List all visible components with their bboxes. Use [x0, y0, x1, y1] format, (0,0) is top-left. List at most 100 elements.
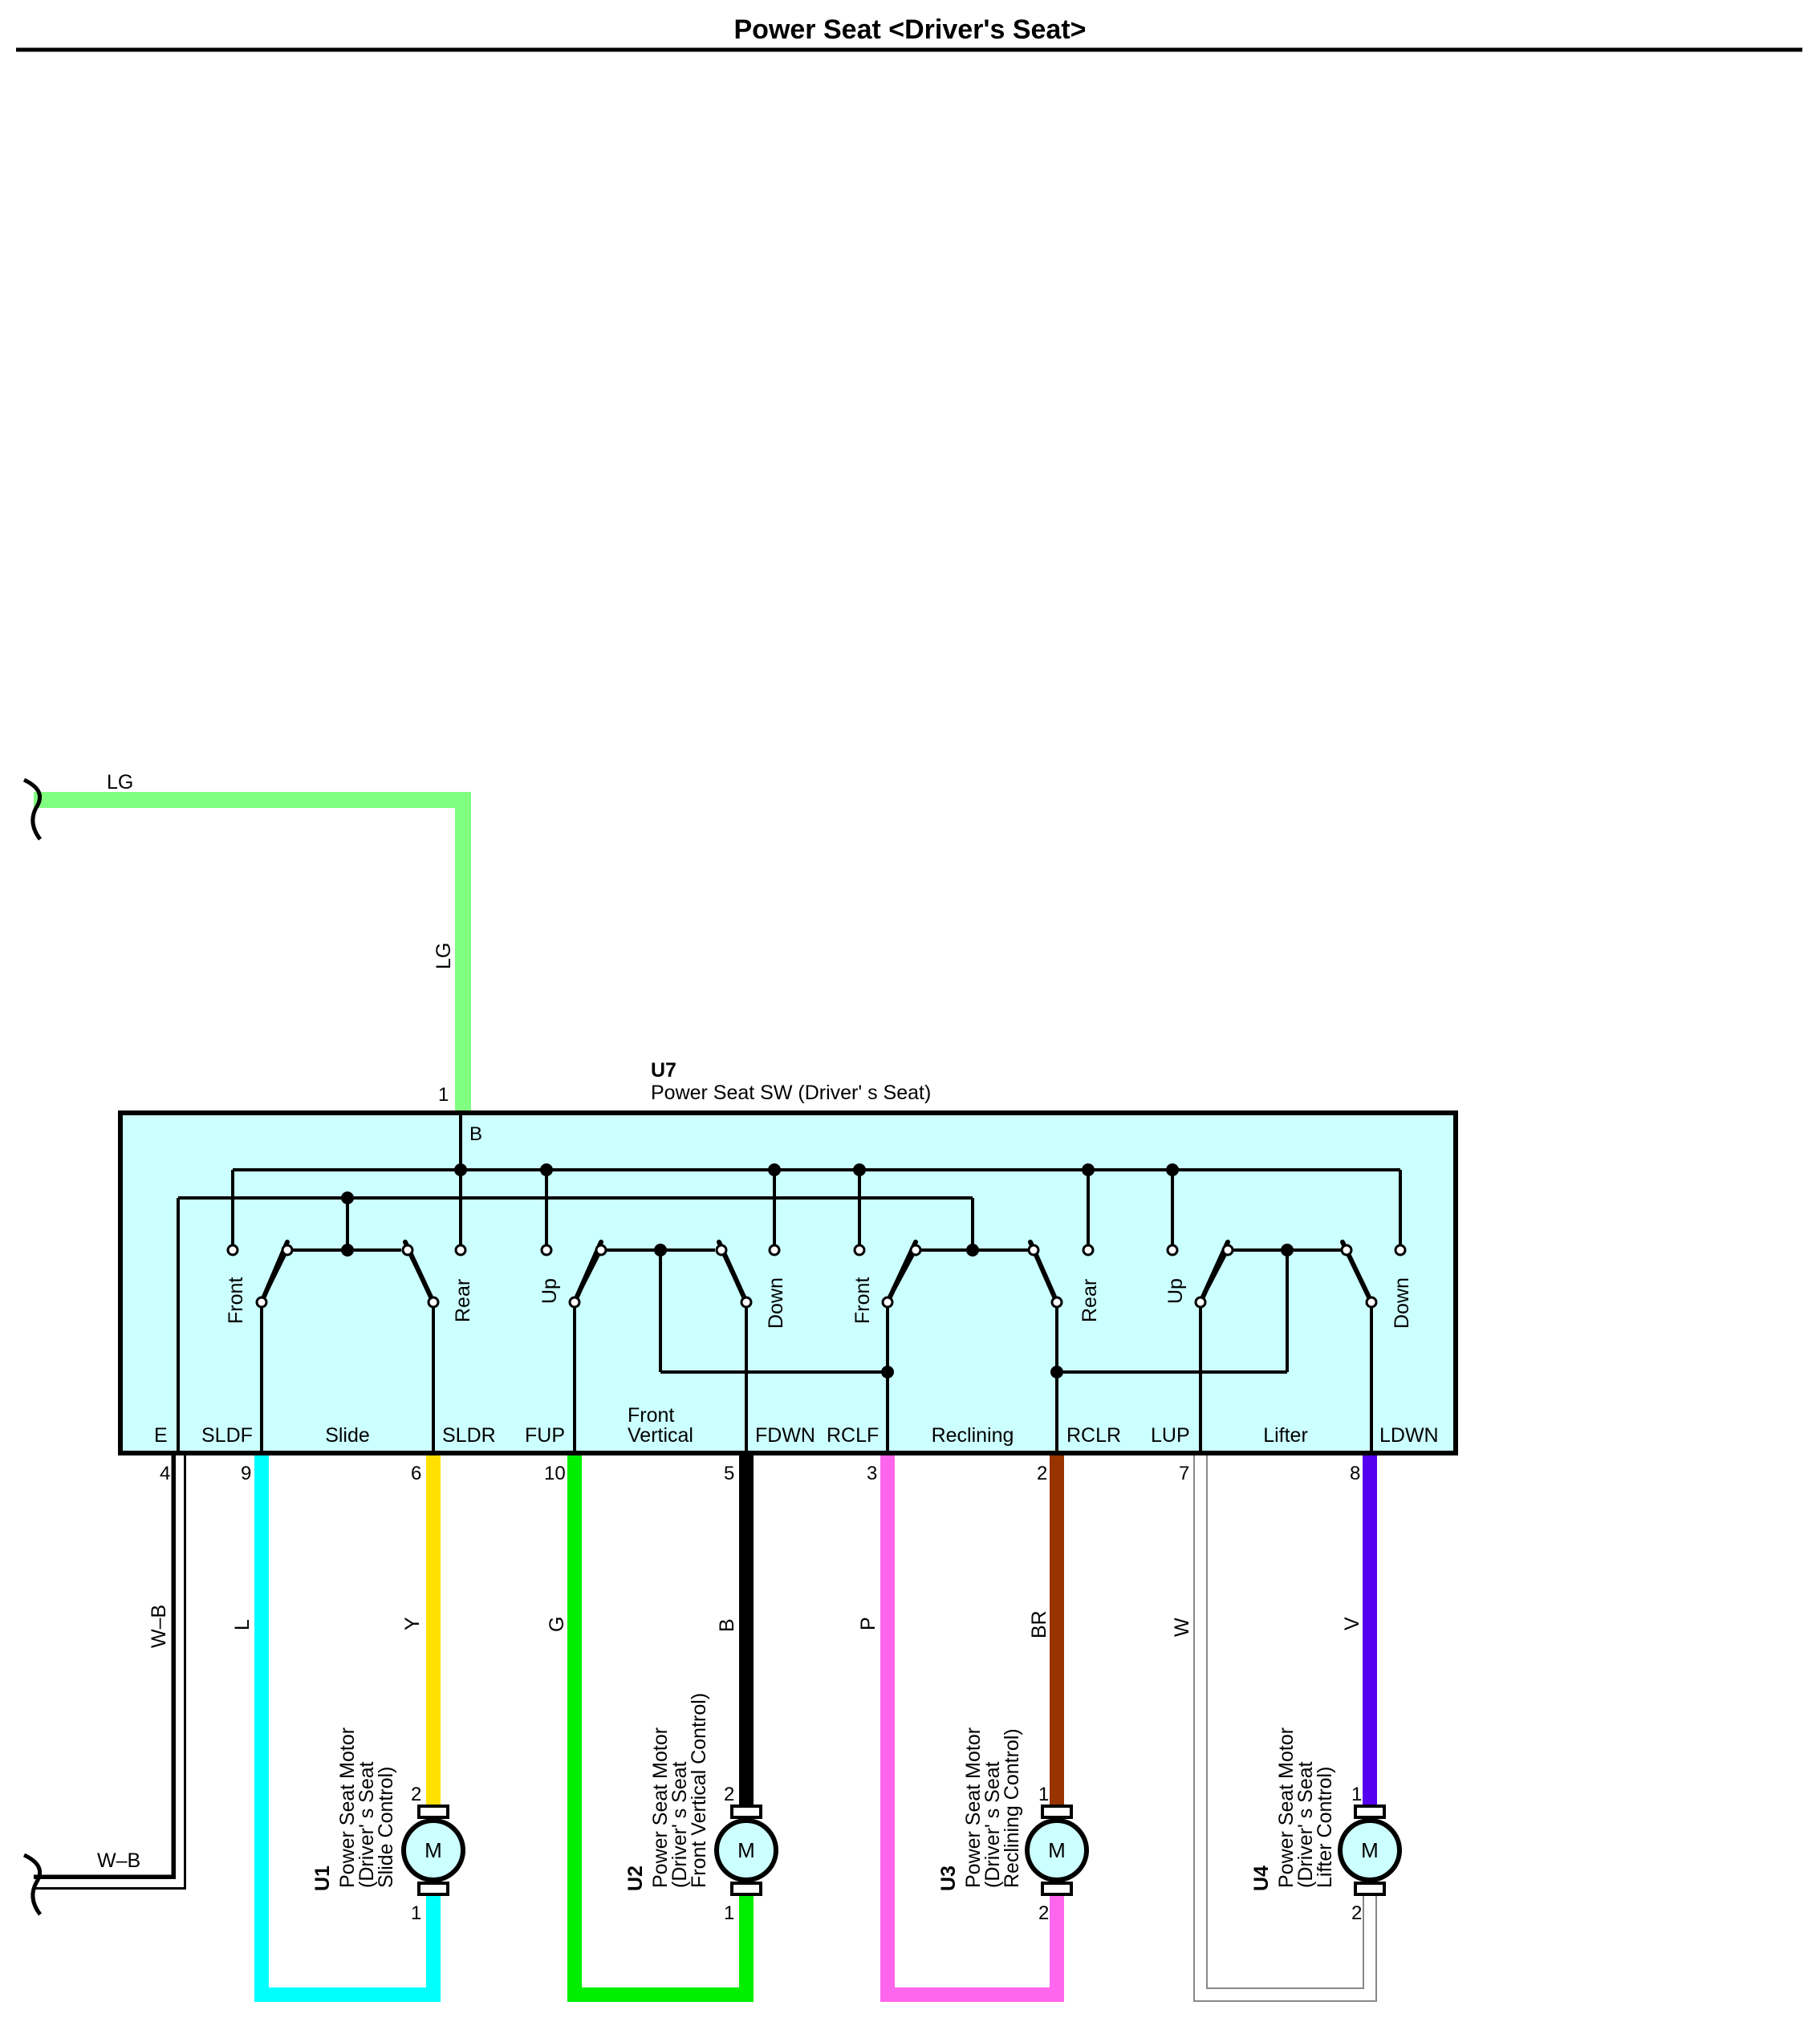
section-label-reclining: Reclining	[932, 1424, 1014, 1447]
motor-u1-line2: (Driver' s Seat	[355, 1761, 378, 1888]
wire-label-y: Y	[401, 1617, 424, 1630]
motor-u2-top-pin: 2	[724, 1784, 734, 1805]
motor-u1-bottom-cap	[417, 1882, 449, 1896]
motor-u1-top-cap	[417, 1805, 449, 1819]
motor-u3-id: U3	[937, 1865, 960, 1891]
pin-fdwn: 5	[724, 1463, 734, 1484]
wire-label-w: W	[1171, 1618, 1193, 1637]
motor-u4-id: U4	[1250, 1865, 1273, 1891]
wire-label-br: BR	[1028, 1610, 1050, 1638]
switch-contacts	[226, 1244, 1407, 1309]
motor-u4-symbol: M	[1361, 1838, 1379, 1862]
wire-label-b: B	[716, 1618, 738, 1632]
motor-u4-bottom-pin: 2	[1351, 1902, 1362, 1924]
motor-u3-symbol: M	[1048, 1838, 1066, 1862]
wire-label-l: L	[231, 1619, 254, 1630]
wire-loop-u4-left	[1195, 1455, 1375, 2000]
motor-u4: U4 Power Seat Motor (Driver' s Seat Lift…	[1250, 1727, 1379, 1924]
feed-wire-lg: LG LG	[22, 771, 471, 1111]
wire-loop-u3-left	[880, 1455, 1064, 2002]
motor-u1-symbol: M	[425, 1838, 442, 1862]
pin-rclf: 3	[867, 1463, 877, 1484]
motor-u1-bottom-pin: 1	[411, 1902, 421, 1924]
pin-fup: 10	[544, 1463, 566, 1484]
contact-label-lift-up: Up	[1164, 1278, 1187, 1304]
wire-label-g: G	[546, 1617, 568, 1632]
wire-label-lg-top: LG	[107, 771, 133, 794]
contact-label-slide-front: Front	[225, 1277, 247, 1324]
motor-u4-line3: Lifter Control)	[1314, 1767, 1336, 1888]
wire-label-p: P	[857, 1617, 880, 1630]
terminal-label-ldwn: LDWN	[1379, 1424, 1439, 1447]
section-label-front-vertical-1: Front	[628, 1404, 674, 1427]
motor-loops	[254, 1455, 1402, 2002]
motor-u3-line1: Power Seat Motor	[962, 1727, 985, 1888]
wire-break-symbol	[22, 1853, 43, 1916]
terminal-label-sldr: SLDR	[442, 1424, 496, 1447]
ground-wire-wb: 4 W–B W–B	[22, 1455, 186, 1916]
motor-u1-line1: Power Seat Motor	[336, 1727, 359, 1888]
section-label-slide: Slide	[325, 1424, 370, 1447]
pin-b-label: B	[469, 1123, 482, 1145]
terminal-label-lup: LUP	[1151, 1424, 1190, 1447]
contact-label-fv-down: Down	[765, 1277, 787, 1329]
terminal-label-fup: FUP	[525, 1424, 565, 1447]
wire-label-wb-vertical: W–B	[148, 1605, 170, 1648]
motor-u4-top-cap	[1354, 1805, 1386, 1819]
motor-u3-body	[1025, 1818, 1089, 1882]
junction-dots	[341, 1163, 1294, 1378]
pin-e: 4	[160, 1463, 170, 1484]
pin-ldwn: 8	[1350, 1463, 1360, 1484]
page-title: Power Seat <Driver's Seat>	[733, 14, 1087, 45]
contact-label-lift-down: Down	[1391, 1277, 1413, 1329]
motor-u2-body	[714, 1818, 778, 1882]
motor-u3-top-pin: 1	[1038, 1784, 1049, 1805]
motor-u1-line3: Slide Control)	[375, 1767, 397, 1888]
section-label-front-vertical-2: Vertical	[628, 1424, 693, 1447]
motor-u3-line3: Reclining Control)	[1001, 1728, 1023, 1888]
wire-loop-u2-left	[567, 1455, 754, 2002]
motor-u2-line1: Power Seat Motor	[649, 1727, 672, 1888]
motor-u3: U3 Power Seat Motor (Driver' s Seat Recl…	[937, 1727, 1066, 1924]
motor-u4-body	[1338, 1818, 1402, 1882]
motor-u2-symbol: M	[737, 1838, 755, 1862]
motor-u3-line2: (Driver' s Seat	[981, 1761, 1004, 1888]
switch-name: Power Seat SW (Driver' s Seat)	[651, 1082, 931, 1104]
wire-label-lg-vertical: LG	[433, 943, 455, 969]
wire-label-wb-horizontal: W–B	[97, 1849, 140, 1872]
pin-sldf: 9	[241, 1463, 251, 1484]
motor-u2-line2: (Driver' s Seat	[668, 1761, 691, 1888]
motor-u3-bottom-pin: 2	[1038, 1902, 1049, 1924]
motor-u4-line1: Power Seat Motor	[1275, 1727, 1298, 1888]
motor-u1: U1 Power Seat Motor (Driver' s Seat Slid…	[311, 1727, 442, 1924]
motor-u2-top-cap	[730, 1805, 762, 1819]
wire-label-v: V	[1341, 1617, 1363, 1630]
wire-loop-u4-left-outline	[1193, 1455, 1377, 2002]
terminal-label-fdwn: FDWN	[755, 1424, 815, 1447]
switch-id: U7	[651, 1059, 676, 1082]
terminal-label-rclf: RCLF	[827, 1424, 879, 1447]
motor-u1-id: U1	[311, 1865, 334, 1891]
wire-loop-u1-left	[254, 1455, 441, 2002]
pin-b-number: 1	[438, 1084, 449, 1106]
terminal-label-rclr: RCLR	[1066, 1424, 1121, 1447]
motor-u4-line2: (Driver' s Seat	[1294, 1761, 1317, 1888]
motor-u2-line3: Front Vertical Control)	[688, 1693, 710, 1888]
motor-u4-top-pin: 1	[1351, 1784, 1362, 1805]
motor-u1-top-pin: 2	[411, 1784, 421, 1805]
contact-label-slide-rear: Rear	[452, 1279, 474, 1322]
terminal-label-e: E	[154, 1424, 168, 1447]
pin-lup: 7	[1179, 1463, 1189, 1484]
motor-u3-top-cap	[1041, 1805, 1073, 1819]
section-label-lifter: Lifter	[1263, 1424, 1308, 1447]
pin-sldr: 6	[411, 1463, 421, 1484]
contact-label-fv-up: Up	[538, 1278, 561, 1304]
terminal-label-sldf: SLDF	[201, 1424, 253, 1447]
motor-u2-id: U2	[624, 1865, 647, 1891]
contact-label-rcl-front: Front	[851, 1277, 874, 1324]
motor-u4-bottom-cap	[1354, 1882, 1386, 1896]
motor-u1-body	[401, 1818, 465, 1882]
motor-u2: U2 Power Seat Motor (Driver' s Seat Fron…	[624, 1693, 755, 1924]
switch-u7: U7 Power Seat SW (Driver' s Seat) 1 B	[118, 1059, 1458, 1455]
